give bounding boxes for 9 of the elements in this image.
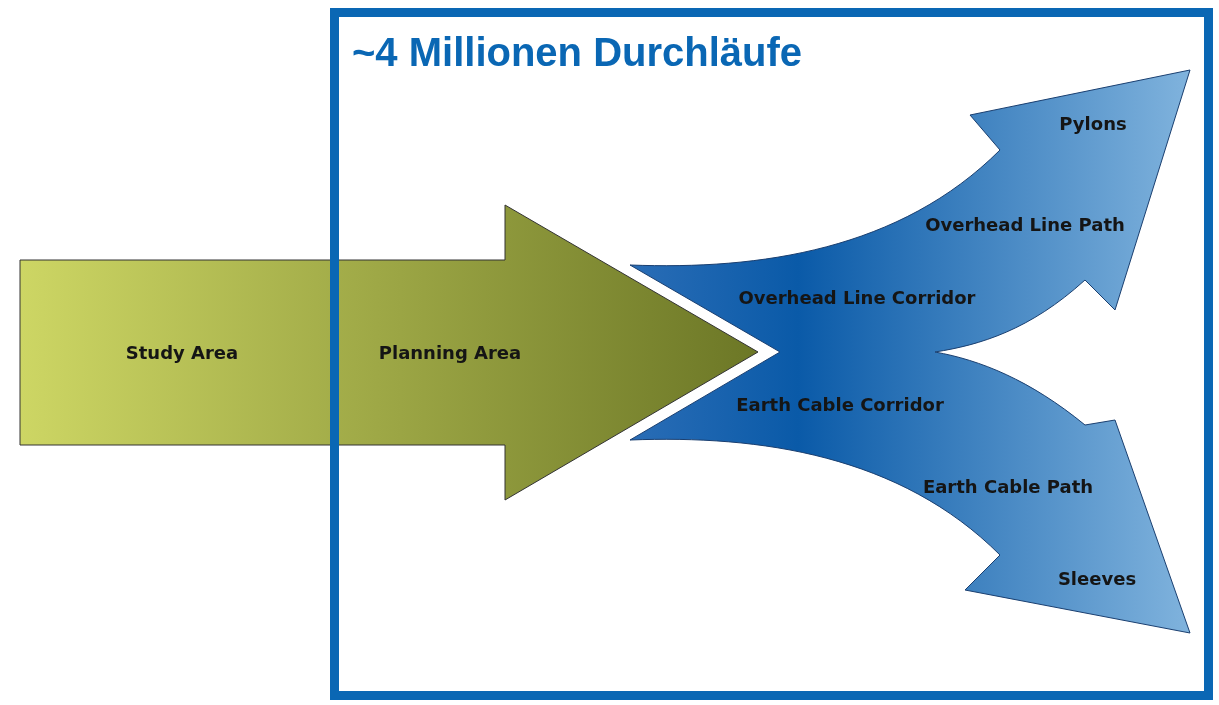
arrow-label: Planning Area bbox=[378, 341, 522, 363]
arrow-label: Overhead Line Path bbox=[925, 213, 1125, 235]
arrow-label: Earth Cable Corridor bbox=[736, 393, 944, 415]
arrow-label: Overhead Line Corridor bbox=[738, 286, 976, 308]
arrow-label: Pylons bbox=[1059, 112, 1127, 134]
arrow-label: Earth Cable Path bbox=[922, 475, 1094, 497]
arrow-label: Sleeves bbox=[1057, 567, 1137, 589]
title-text: ~4 Millionen Durchläufe bbox=[352, 29, 803, 75]
arrow-label: Study Area bbox=[125, 341, 239, 363]
